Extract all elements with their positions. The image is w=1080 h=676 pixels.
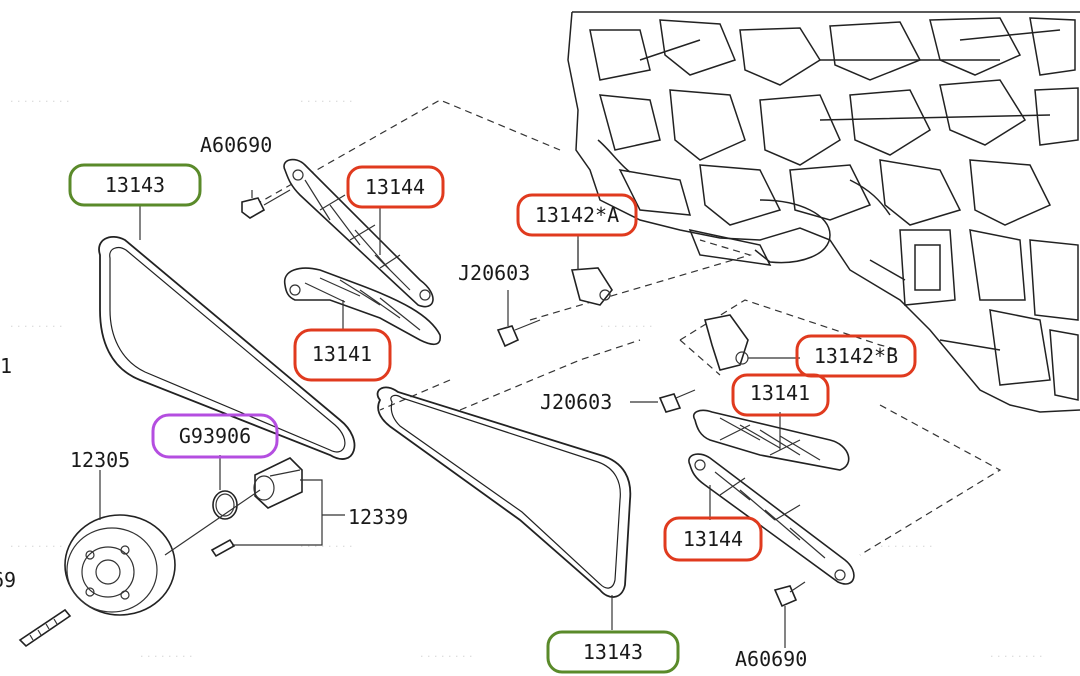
label-12305: 12305 [70,448,130,472]
callout-13143-bottom[interactable]: 13143 [546,630,680,674]
label-edge-left-bottom: 69 [0,568,16,592]
label-edge-left-top: 1 [0,354,12,378]
callout-box [68,163,202,207]
callout-label: 13142*A [535,203,619,227]
part-number-labels: A60690 J20603 J20603 12305 12339 A60690 … [0,133,807,671]
timing-chain-left [98,235,356,460]
svg-text:· · · · · · · ·: · · · · · · · · [880,540,932,553]
tensioner-lever-lower [693,409,850,471]
bolt-j20603-mid [630,389,696,413]
callout-13143-top[interactable]: 13143 [68,163,202,207]
callout-box [546,630,680,674]
svg-text:· · · · · · · ·: · · · · · · · · [140,650,192,663]
engine-block [567,11,1080,413]
callout-box [151,413,279,459]
leader-lines [139,205,781,630]
bolt-a60690-bottom [773,581,806,648]
label-j20603-mid: J20603 [540,390,612,414]
chain-guide-upper [283,158,434,308]
svg-text:· · · · · · · ·: · · · · · · · · [10,320,62,333]
svg-text:· · · · · · · ·: · · · · · · · · [990,650,1042,663]
label-a60690-bottom: A60690 [735,647,807,671]
callout-13142b[interactable]: 13142*B [795,334,917,378]
callout-label: 13142*B [814,344,898,368]
label-j20603-top: J20603 [458,261,530,285]
callout-box [516,193,638,237]
callout-box [795,334,917,378]
idler-pulley [253,457,303,509]
tensioner-lever-upper [284,267,441,346]
callout-g93906[interactable]: G93906 [151,413,279,459]
callout-label: G93906 [179,424,251,448]
watermark-group: · · · · · · · · · · · · · · · · · · · · … [10,95,1042,663]
callout-label: 13141 [750,381,810,405]
callout-13144-top[interactable]: 13144 [346,165,445,209]
callout-13141-mid[interactable]: 13141 [731,373,830,417]
label-12339: 12339 [348,505,408,529]
callout-box [293,328,392,382]
callout-label: 13144 [683,527,743,551]
chain-tensioner-b [703,314,800,371]
bolt-j20603-top [496,290,541,348]
o-ring [212,455,238,520]
label-a60690-top: A60690 [200,133,272,157]
svg-text:· · · · · · · · ·: · · · · · · · · · [10,95,69,108]
callout-13142a[interactable]: 13142*A [516,193,638,237]
svg-text:· · · · · · · ·: · · · · · · · · [600,320,652,333]
callout-box [731,373,830,417]
svg-text:· · · · · · · ·: · · · · · · · · [300,540,352,553]
svg-text:· · · · · · · ·: · · · · · · · · [10,540,62,553]
callout-box [346,165,445,209]
crank-pulley [64,470,261,616]
timing-chain-right [376,386,632,598]
chain-guide-lower [688,453,855,585]
svg-text:· · · · · · · ·: · · · · · · · · [300,95,352,108]
svg-text:· · · · · · · ·: · · · · · · · · [420,650,472,663]
bracket-12339 [300,479,345,546]
callout-label: 13143 [583,640,643,664]
callout-label: 13144 [365,175,425,199]
callout-13144-bottom[interactable]: 13144 [663,516,763,562]
callout-label: 13143 [105,173,165,197]
callout-box [663,516,763,562]
bolt-a60690-top [241,189,291,219]
callout-13141-top[interactable]: 13141 [293,328,392,382]
pin [210,538,300,558]
crank-bolt [18,608,72,648]
callout-label: 13141 [312,342,372,366]
